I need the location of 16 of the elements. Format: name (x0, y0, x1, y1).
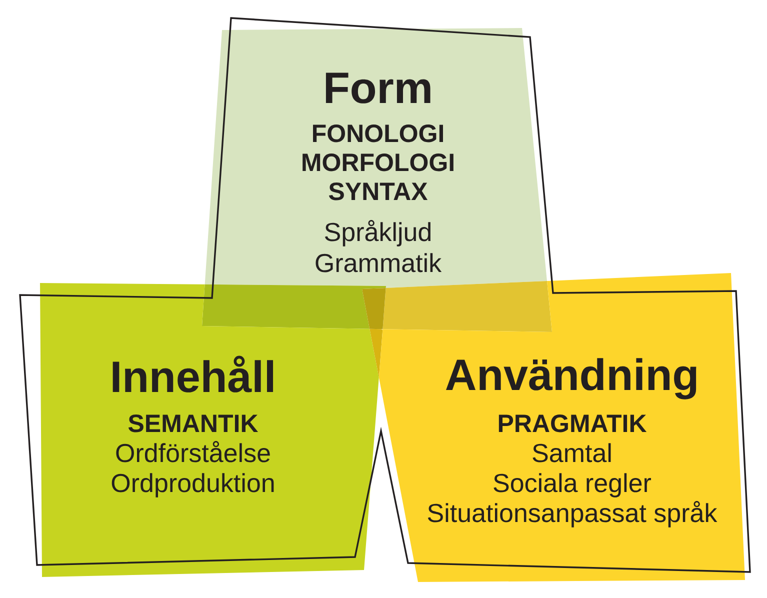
list-item: Ordförståelse (116, 441, 270, 462)
panel-heading: Form (326, 72, 430, 104)
subheading: FONOLOGI MORFOLOGI SYNTAX (302, 124, 454, 200)
list-item: Situationsanpassat språk (428, 501, 718, 528)
list-item: Sociala regler (494, 473, 651, 498)
list-item: Språkljud (324, 220, 430, 246)
list-item: Samtal (532, 443, 611, 462)
topic-panel (202, 28, 552, 332)
subheading: SEMANTIK (128, 414, 258, 432)
topic-panel (40, 283, 383, 577)
subheading: PRAGMATIK (498, 414, 647, 432)
panel-heading: Användning (446, 358, 696, 400)
list-item: Grammatik (316, 253, 442, 272)
list-item: Ordproduktion (112, 473, 274, 498)
topic-panel (378, 273, 745, 582)
panel-heading: Innehåll (112, 356, 274, 392)
